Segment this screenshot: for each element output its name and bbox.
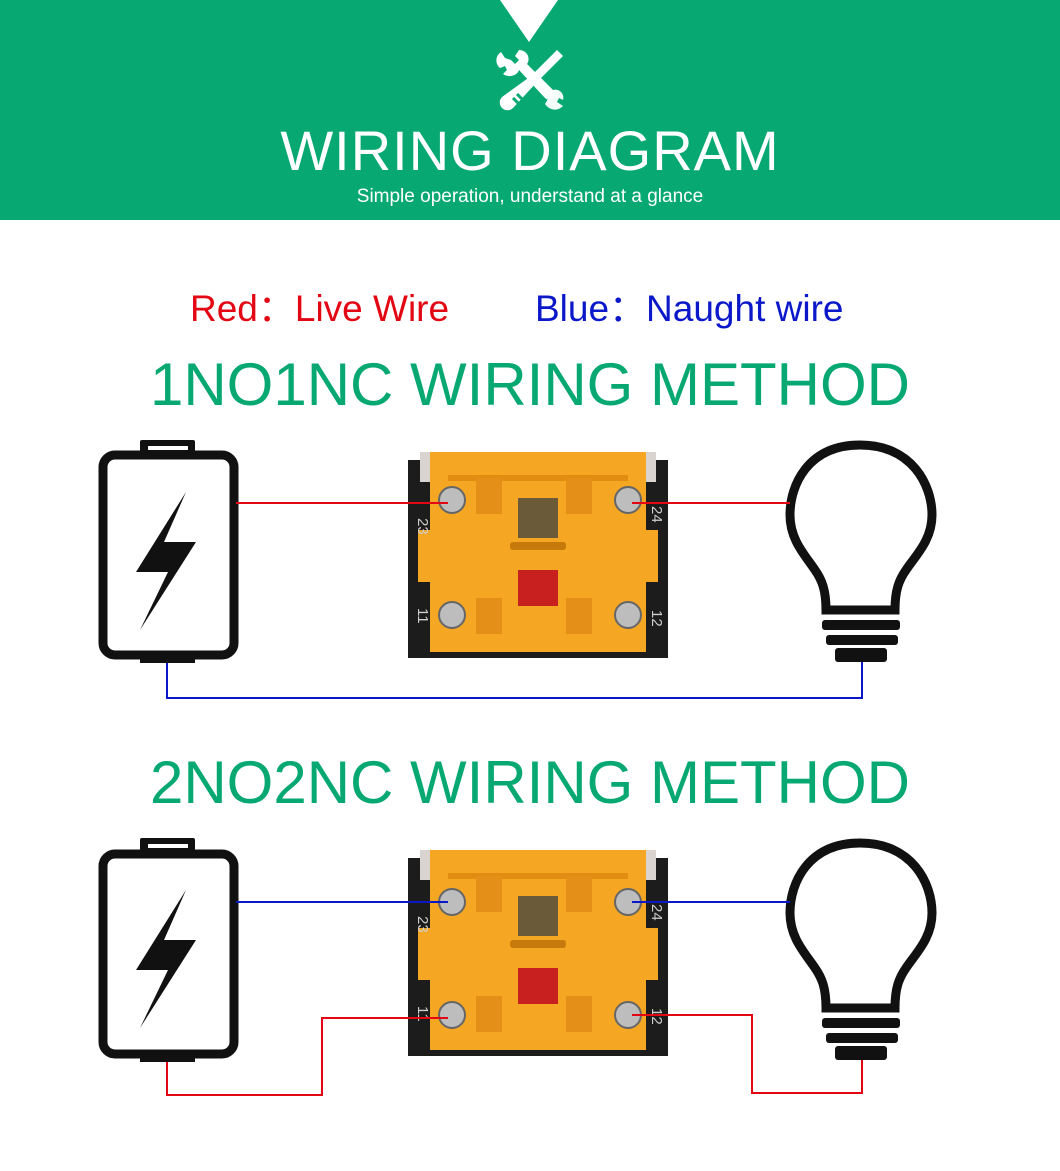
live-wire-left <box>166 1017 448 1096</box>
header-notch <box>500 0 558 42</box>
terminal-12-label: 12 <box>648 610 665 627</box>
battery-icon <box>98 838 239 1062</box>
terminal-23-label: 23 <box>414 518 431 535</box>
page-subtitle: Simple operation, understand at a glance <box>356 186 704 207</box>
legend-live-wire: Red：Live Wire <box>190 288 450 329</box>
header-banner: WIRING DIAGRAM Simple operation, underst… <box>0 0 1060 220</box>
light-bulb-icon <box>785 440 937 662</box>
wiring-diagram-1: 23 24 11 12 <box>98 440 937 699</box>
naught-wire <box>166 662 863 699</box>
wrench-screwdriver-icon <box>496 50 564 111</box>
contact-block-switch: 23 24 11 12 <box>408 452 668 658</box>
method-2-title: 2NO2NC WIRING METHOD <box>149 749 911 816</box>
wiring-diagram-2: 23 24 11 12 <box>98 838 937 1096</box>
battery-icon <box>98 440 239 663</box>
terminal-11-label: 11 <box>414 1006 431 1022</box>
legend-naught-wire: Blue：Naught wire <box>535 288 844 329</box>
terminal-23-label: 23 <box>414 916 431 933</box>
terminal-24-label: 24 <box>648 904 665 921</box>
terminal-24-label: 24 <box>648 506 665 523</box>
terminal-12-label: 12 <box>648 1008 665 1025</box>
light-bulb-icon <box>785 838 937 1060</box>
method-1-title: 1NO1NC WIRING METHOD <box>149 351 911 418</box>
terminal-11-label: 11 <box>414 608 431 624</box>
live-wire-right <box>632 1014 863 1094</box>
page-title: WIRING DIAGRAM <box>280 119 780 182</box>
contact-block-switch: 23 24 11 12 <box>408 850 668 1056</box>
